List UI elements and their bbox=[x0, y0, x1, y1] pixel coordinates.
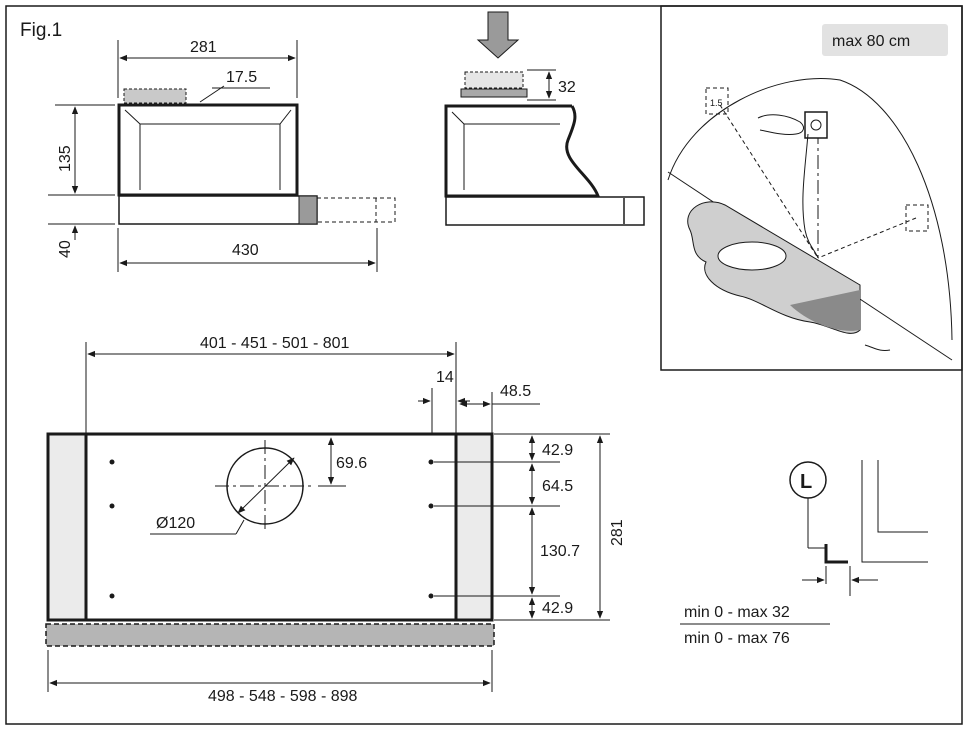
dim-48-5: 48.5 bbox=[500, 383, 531, 400]
dim-281-top: 281 bbox=[190, 39, 217, 56]
dim-42-9-top: 42.9 bbox=[542, 442, 573, 459]
mount-hole bbox=[428, 459, 434, 465]
front-strip bbox=[45, 623, 495, 647]
figure-label: Fig.1 bbox=[20, 20, 62, 41]
max-distance-label: max 80 cm bbox=[832, 33, 910, 50]
max-distance-badge bbox=[822, 24, 948, 56]
side-view-left: 281 17.5 135 40 430 bbox=[48, 39, 396, 272]
dim-17-5: 17.5 bbox=[226, 69, 257, 86]
dim-42-9-bottom: 42.9 bbox=[542, 600, 573, 617]
down-arrow-icon bbox=[476, 11, 520, 59]
dim-130-7: 130.7 bbox=[540, 543, 580, 560]
dim-69-6: 69.6 bbox=[336, 455, 367, 472]
dim-32: 32 bbox=[558, 79, 576, 96]
dim-64-5: 64.5 bbox=[542, 478, 573, 495]
hand-icon bbox=[757, 114, 804, 135]
mount-hole bbox=[428, 593, 434, 599]
dim-total-width: 498 - 548 - 598 - 898 bbox=[208, 688, 358, 705]
clearance-detail: L min 0 - max 32 min 0 - max 76 bbox=[680, 460, 928, 647]
clearance-min-max-76: min 0 - max 76 bbox=[684, 630, 790, 647]
wall-installation-view: max 80 cm 1.5 bbox=[660, 5, 963, 371]
mount-hole bbox=[109, 459, 115, 465]
dim-14: 14 bbox=[436, 369, 454, 386]
mount-hole bbox=[109, 593, 115, 599]
dim-vent-diameter: Ø120 bbox=[156, 515, 195, 532]
socket-icon bbox=[905, 204, 929, 232]
mount-hole bbox=[428, 503, 434, 509]
front-view: 401 - 451 - 501 - 801 14 48.5 Ø120 bbox=[45, 335, 626, 705]
dim-281-right: 281 bbox=[609, 519, 626, 546]
dim-135: 135 bbox=[57, 145, 74, 172]
socket-icon bbox=[705, 87, 729, 115]
clearance-min-max-32: min 0 - max 32 bbox=[684, 604, 790, 621]
plug-socket-icon bbox=[804, 111, 828, 139]
dim-430: 430 bbox=[232, 242, 259, 259]
svg-text:1.5: 1.5 bbox=[710, 98, 723, 108]
dim-40: 40 bbox=[57, 240, 74, 258]
mount-hole bbox=[109, 503, 115, 509]
side-view-middle: 32 bbox=[444, 11, 645, 226]
l-symbol: L bbox=[800, 471, 812, 493]
dim-hole-spacing: 401 - 451 - 501 - 801 bbox=[200, 335, 350, 352]
